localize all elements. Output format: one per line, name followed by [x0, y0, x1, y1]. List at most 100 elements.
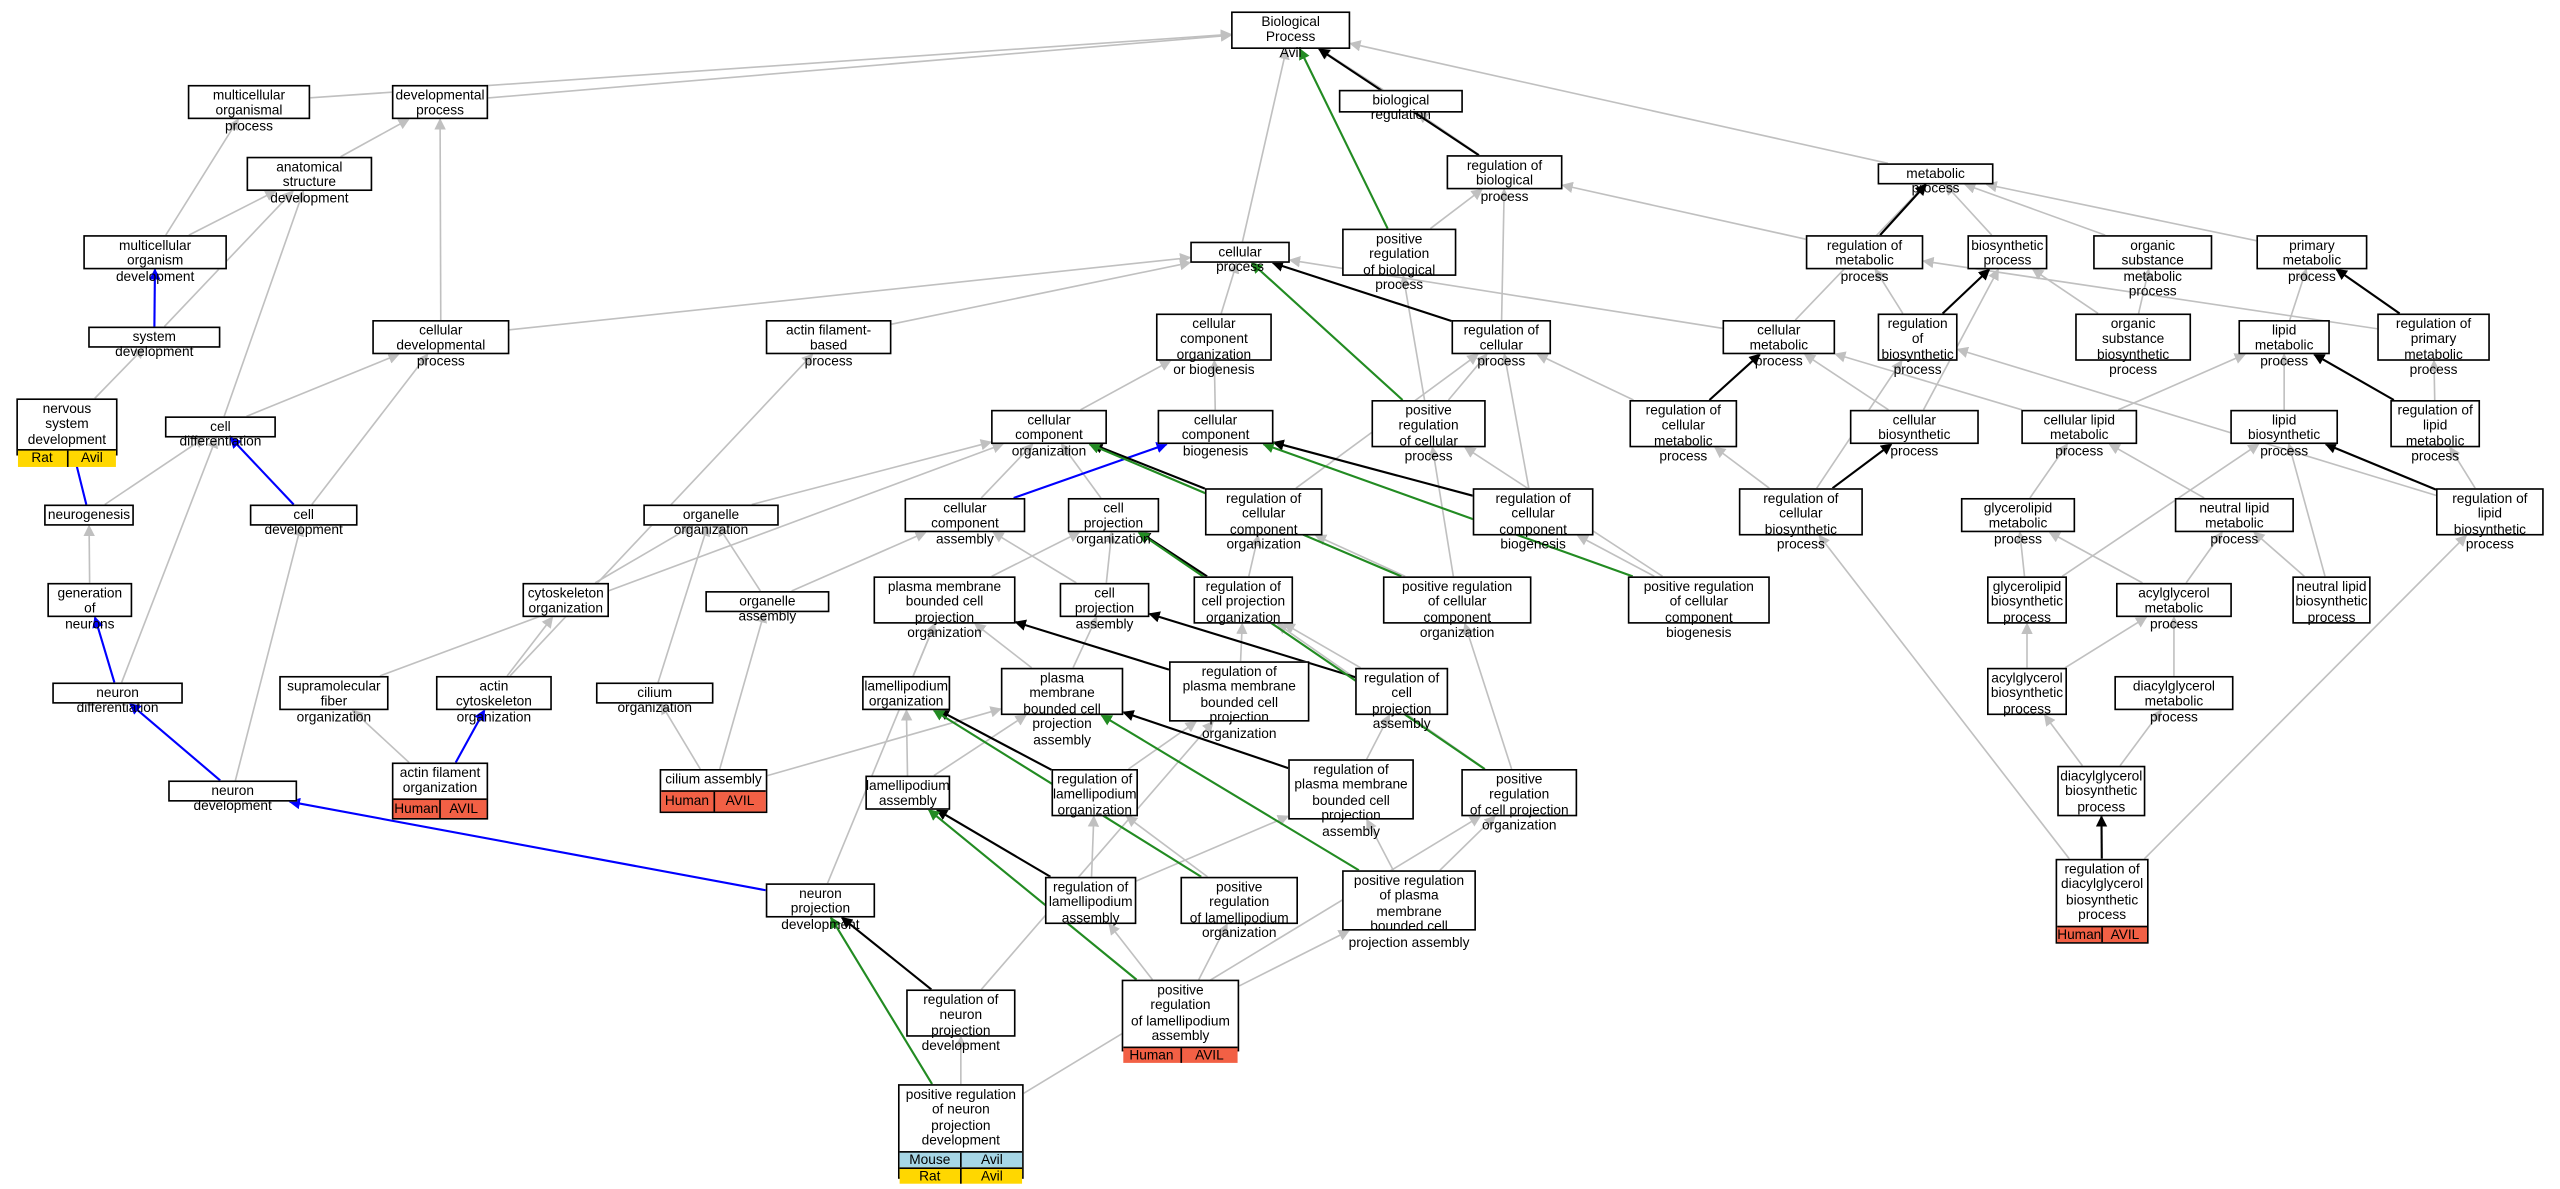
go-term-node[interactable]: regulation of plasma membrane bounded ce…	[1169, 661, 1310, 740]
go-term-node[interactable]: positive regulation of cell projection o…	[1461, 769, 1578, 832]
go-term-node[interactable]: anatomical structure development	[246, 156, 373, 205]
go-term-node[interactable]: cellular process	[1190, 241, 1290, 274]
relation-edge	[1366, 818, 1394, 871]
go-term-node[interactable]: cellular biosynthetic process	[1849, 409, 1979, 458]
go-term-node[interactable]: regulation of cellular component biogene…	[1472, 488, 1594, 552]
go-term-node[interactable]: actin cytoskeleton organization	[435, 675, 552, 724]
go-term-node[interactable]: acylglycerol biosynthetic process	[1986, 667, 2067, 716]
go-term-node[interactable]: biological regulation	[1338, 89, 1463, 123]
relation-edge	[1439, 815, 1496, 871]
go-term-node[interactable]: regulation of lamellipodium organization	[1051, 769, 1138, 817]
go-term-label: actin cytoskeleton organization	[455, 677, 532, 725]
go-term-node[interactable]: acylglycerol metabolic process	[2115, 582, 2232, 631]
go-term-node[interactable]: neutral lipid biosynthetic process	[2292, 576, 2371, 625]
go-term-node[interactable]: cellular lipid metabolic process	[2021, 409, 2138, 458]
go-term-node[interactable]: positive regulation of cellular process	[1371, 400, 1486, 463]
go-term-node[interactable]: regulation of plasma membrane bounded ce…	[1288, 759, 1414, 838]
go-term-label: positive regulation of cellular process	[1398, 401, 1459, 465]
go-term-node[interactable]: regulation of biological process	[1446, 155, 1563, 203]
go-term-node[interactable]: cell differentiation	[164, 416, 276, 449]
go-term-node[interactable]: positive regulation of biological proces…	[1342, 228, 1457, 292]
go-term-node[interactable]: system development	[88, 326, 221, 359]
go-term-node[interactable]: glycerolipid metabolic process	[1960, 497, 2076, 546]
go-term-node[interactable]: organelle organization	[643, 504, 779, 537]
go-term-node[interactable]: regulation of lipid biosynthetic process	[2435, 488, 2544, 552]
go-term-node[interactable]: cell projection organization	[1067, 497, 1160, 546]
go-term-node[interactable]: neuron development	[168, 780, 298, 813]
relation-edge	[935, 808, 1052, 878]
relation-edge	[1874, 268, 1904, 314]
go-term-node[interactable]: supramolecular fiber organization	[279, 675, 389, 724]
go-term-node[interactable]: diacylglycerol metabolic process	[2114, 675, 2234, 724]
go-term-node[interactable]: cellular component biogenesis	[1157, 409, 1274, 458]
go-term-node[interactable]: regulation of cellular component organiz…	[1204, 488, 1323, 552]
go-term-node[interactable]: regulation of neuron projection developm…	[906, 989, 1016, 1053]
go-term-node[interactable]: neuron differentiation	[52, 682, 183, 715]
go-term-node[interactable]: positive regulation of lamellipodium org…	[1180, 876, 1298, 940]
go-term-node[interactable]: cellular component organization	[991, 409, 1107, 458]
go-term-node[interactable]: multicellular organismal process	[187, 84, 311, 133]
relation-edge	[223, 189, 306, 417]
relation-edge	[980, 443, 1034, 499]
go-term-node[interactable]: positive regulation of cellular componen…	[1382, 576, 1532, 640]
go-term-node[interactable]: glycerolipid biosynthetic process	[1986, 576, 2067, 625]
gene-cell: AVIL	[712, 791, 766, 812]
go-term-node[interactable]: positive regulation of cellular componen…	[1627, 576, 1770, 640]
go-term-node[interactable]: actin filament-based process	[765, 320, 892, 368]
go-term-node[interactable]: regulation of biosynthetic process	[1877, 313, 1958, 377]
go-term-node[interactable]: positive regulation of lamellipodium ass…	[1121, 979, 1240, 1063]
go-term-node[interactable]: lipid metabolic process	[2238, 320, 2330, 368]
go-term-node[interactable]: regulation of primary metabolic process	[2377, 313, 2490, 377]
go-term-node[interactable]: regulation of lamellipodium assembly	[1044, 876, 1137, 925]
go-term-node[interactable]: cellular component organization or bioge…	[1155, 313, 1272, 377]
go-term-node[interactable]: lamellipodium assembly	[865, 775, 951, 810]
go-term-label: anatomical structure development	[270, 158, 349, 206]
go-term-node[interactable]: metabolic process	[1877, 163, 1994, 196]
go-term-node[interactable]: lipid biosynthetic process	[2230, 409, 2339, 458]
go-term-node[interactable]: cytoskeleton organization	[522, 582, 609, 618]
go-term-node[interactable]: developmental process	[391, 84, 489, 120]
gene-cell: AVIL	[1179, 1046, 1238, 1063]
go-term-node[interactable]: organic substance metabolic process	[2093, 235, 2213, 299]
go-term-node[interactable]: multicellular organism development	[83, 235, 227, 283]
go-term-node[interactable]: organic substance biosynthetic process	[2075, 313, 2192, 377]
go-term-node[interactable]: lamellipodium organization	[862, 675, 951, 711]
go-term-node[interactable]: positive regulation of plasma membrane b…	[1342, 870, 1476, 949]
go-term-node[interactable]: plasma membrane bounded cell projection …	[1000, 667, 1124, 747]
go-term-node[interactable]: regulation of diacylglycerol biosyntheti…	[2055, 858, 2149, 944]
go-term-node[interactable]: neutral lipid metabolic process	[2174, 497, 2294, 546]
go-term-node[interactable]: biosynthetic process	[1967, 235, 2048, 270]
go-term-node[interactable]: neurogenesis	[44, 504, 134, 526]
go-term-node[interactable]: regulation of cellular metabolic process	[1629, 400, 1738, 463]
go-term-node[interactable]: generation of neurons	[47, 582, 133, 631]
relation-edge	[120, 436, 218, 683]
go-term-node[interactable]: diacylglycerol biosynthetic process	[2057, 765, 2146, 817]
gene-cell: Avil	[960, 1168, 1022, 1185]
go-term-node[interactable]: Biological Process Avil	[1231, 11, 1351, 60]
go-term-node[interactable]: primary metabolic process	[2256, 235, 2368, 283]
go-term-node[interactable]: cellular metabolic process	[1722, 320, 1836, 368]
go-term-node[interactable]: regulation of cell projection organizati…	[1193, 576, 1294, 625]
go-term-node[interactable]: neuron projection development	[765, 883, 876, 932]
go-term-node[interactable]: cell projection assembly	[1059, 582, 1150, 631]
go-term-node[interactable]: regulation of cell projection assembly	[1355, 667, 1449, 731]
go-term-node[interactable]: regulation of metabolic process	[1805, 235, 1924, 283]
go-term-node[interactable]: cellular component assembly	[904, 497, 1026, 546]
go-term-node[interactable]: cellular developmental process	[372, 320, 510, 368]
go-term-node[interactable]: regulation of cellular biosynthetic proc…	[1738, 488, 1863, 552]
go-term-node[interactable]: regulation of cellular process	[1451, 320, 1552, 368]
go-term-node[interactable]: cilium organization	[595, 682, 714, 715]
go-term-node[interactable]: organelle assembly	[705, 591, 830, 624]
relation-edge	[1283, 622, 1362, 669]
go-term-node[interactable]: cell development	[249, 504, 358, 537]
go-term-label: positive regulation of cellular componen…	[1643, 577, 1754, 641]
go-term-node[interactable]: positive regulation of neuron projection…	[897, 1084, 1024, 1185]
go-term-node[interactable]: plasma membrane bounded cell projection …	[873, 576, 1016, 640]
go-term-node[interactable]: regulation of lipid metabolic process	[2390, 400, 2481, 463]
relation-edge	[2288, 268, 2309, 321]
